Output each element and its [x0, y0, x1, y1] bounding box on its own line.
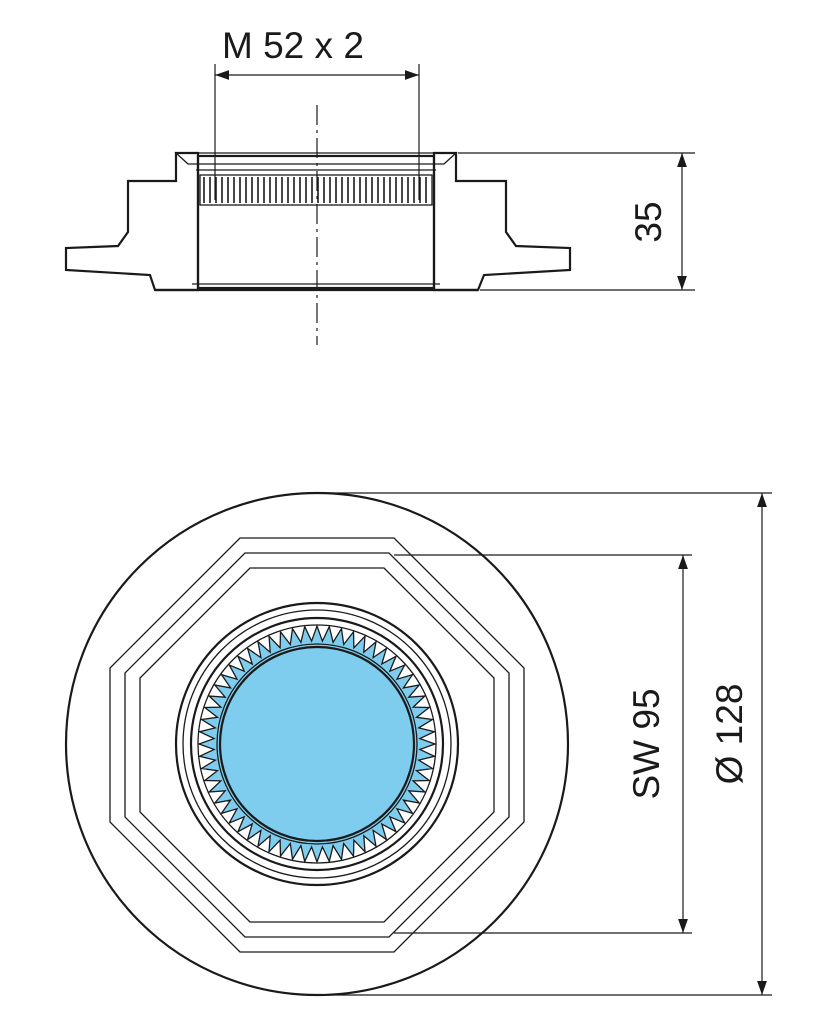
- section-teeth: [203, 177, 427, 203]
- across-flats-dimension: SW 95: [394, 554, 692, 934]
- plan-view: [64, 491, 570, 997]
- section-view: [64, 105, 572, 345]
- center-hole: [218, 645, 416, 843]
- height-dimension-label: 35: [628, 201, 669, 242]
- section-tooth-ring: [199, 174, 433, 206]
- section-left-half: [64, 151, 200, 292]
- hub-ring-3: [189, 616, 445, 872]
- diameter-label: Ø 128: [709, 684, 750, 785]
- octagon-mid: [124, 552, 510, 938]
- octagon-inner: [139, 567, 495, 923]
- gear-inner-ring: [216, 643, 418, 845]
- across-flats-label: SW 95: [626, 688, 667, 799]
- section-right-half: [432, 151, 572, 292]
- hub-outer-ring: [174, 601, 460, 887]
- section-bore: [196, 154, 436, 290]
- thread-dimension-label: M 52 x 2: [222, 25, 364, 66]
- diameter-dimension: Ø 128: [317, 492, 772, 996]
- octagon-outer: [109, 537, 525, 953]
- gear-teeth: [197, 624, 437, 864]
- height-dimension: 35: [458, 152, 695, 291]
- section-top-lip: [174, 152, 458, 165]
- hub-ring-2: [182, 609, 452, 879]
- thread-dimension: M 52 x 2: [214, 25, 420, 200]
